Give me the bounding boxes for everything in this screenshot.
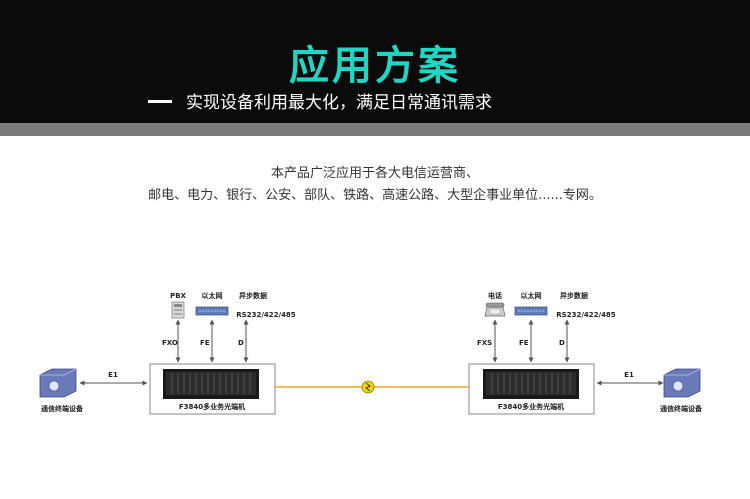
right-ethernet-switch-icon [514,306,548,316]
left-pbx-icon [171,301,185,319]
header-divider [0,123,750,136]
right-device-async: 异步数据 [560,291,588,300]
left-port-fxo: FXO [162,339,178,347]
left-unit-label: F3840多业务光端机 [179,402,245,411]
right-port-fxs: FXS [477,339,492,347]
right-terminal-icon [663,368,701,398]
left-unit-chassis-icon [163,369,259,399]
left-e1-label: E1 [108,371,118,379]
page-subtitle: 实现设备利用最大化，满足日常通讯需求 [186,93,492,113]
left-device-ethernet: 以太网 [202,291,223,300]
subtitle-dash [148,100,172,103]
left-port-fe: FE [200,339,210,347]
intro-line-1: 本产品广泛应用于各大电信运营商、 [270,166,479,181]
right-unit-chassis-icon [483,369,579,399]
fiber-marker-icon [361,380,375,394]
left-async-interfaces: RS232/422/485 [236,311,296,319]
left-port-d: D [238,339,244,347]
left-terminal-label: 通信终端设备 [41,404,84,413]
left-terminal-icon [39,368,77,398]
right-port-fe: FE [519,339,529,347]
page-title: 应用方案 [289,43,461,89]
intro-line-2: 邮电、电力、银行、公安、部队、铁路、高速公路、大型企事业单位......专网。 [148,188,602,203]
right-terminal-label: 通信终端设备 [660,404,703,413]
right-port-d: D [559,339,565,347]
right-device-ethernet: 以太网 [521,291,542,300]
left-device-pbx: PBX [170,292,186,300]
right-async-interfaces: RS232/422/485 [556,311,616,319]
header-banner [0,0,750,123]
right-e1-label: E1 [624,371,634,379]
left-device-async: 异步数据 [239,291,267,300]
left-ethernet-switch-icon [195,306,229,316]
right-phone-icon [484,302,506,317]
right-unit-label: F3840多业务光端机 [498,402,564,411]
right-device-phone: 电话 [488,291,502,300]
